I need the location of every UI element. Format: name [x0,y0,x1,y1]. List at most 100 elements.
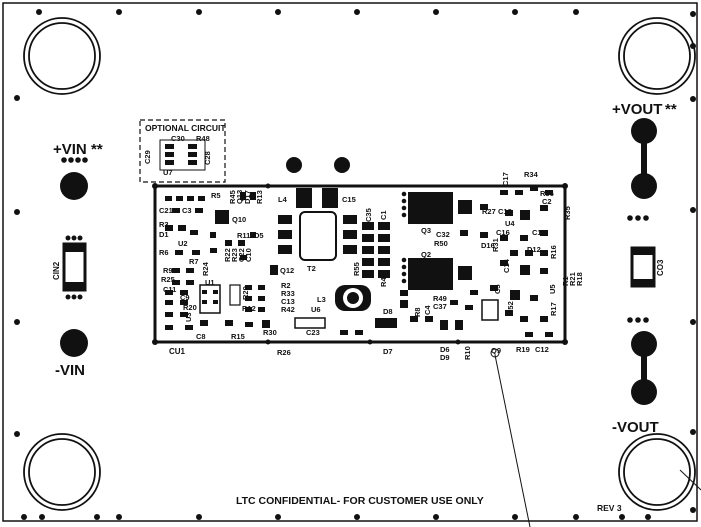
cin2-label: CIN2 [52,261,61,280]
leader-line-q9 [494,354,531,527]
mounting-hole-top-right-inner [623,22,691,90]
module-outline [153,184,567,344]
refdes-r9: R9 [163,266,173,275]
refdes-c16: C16 [496,228,510,237]
leader-line-right [679,469,701,491]
refdes-q12: Q12 [280,266,294,275]
refdes-r15: R15 [231,332,245,341]
refdes-q13: Q13 [235,190,244,204]
cin2-capacitor [62,235,87,300]
left-section-pads [165,192,278,330]
mounting-hole-bottom-left-inner [28,438,96,506]
mounting-hole-bottom-left [23,433,101,511]
via-large-1 [286,157,302,173]
q2-mosfet [401,257,472,290]
refdes-q9: Q9 [491,346,501,355]
refdes-d9: D9 [440,353,450,362]
cu1-label: CU1 [169,347,186,356]
silkscreen-labels: OPTIONAL CIRCUIT +VIN ** -VIN +VOUT ** -… [52,101,677,513]
q9-marker [490,348,500,358]
refdes-d6: D6 [440,345,450,354]
refdes-r22: R22 [223,248,232,262]
optional-circuit-box [139,119,226,183]
refdes-r20: R20 [183,303,197,312]
refdes-c1: C1 [379,210,388,220]
refdes-r3: R3 [159,220,169,229]
refdes-c28: C28 [203,151,212,165]
refdes-r10: R10 [463,346,472,360]
refdes-c22: C22 [237,248,246,262]
refdes-r33: R33 [281,289,295,298]
refdes-u7: U7 [163,168,173,177]
vout-pos-label: +VOUT [612,101,662,118]
refdes-u1: U1 [205,278,215,287]
refdes-r25: R25 [161,275,175,284]
mounting-hole-top-left [23,17,101,95]
refdes-r13: R13 [255,190,264,204]
refdes-r11: R11 [237,231,250,240]
t2-transformer [278,188,357,261]
refdes-r31: R31 [491,238,500,252]
refdes-c29: C29 [143,150,152,164]
refdes-r18: R18 [575,272,584,286]
refdes-d12: D12 [527,245,541,254]
right-section-pads [450,186,553,337]
refdes-c13: C13 [281,297,295,306]
optional-circuit-label: OPTIONAL CIRCUIT [145,123,226,133]
via-large-2 [334,157,350,173]
refdes-d8: D8 [383,307,393,316]
refdes-r55: R55 [352,262,361,276]
refdes-r17: R17 [549,302,558,316]
vin-pos-label: +VIN [53,141,87,158]
vin-pos-terminal [60,157,88,200]
refdes-r24: R24 [201,261,210,276]
refdes-r7: R7 [189,257,199,266]
refdes-d1: D1 [159,230,169,239]
refdes-c17: C17 [501,172,510,186]
refdes-l3: L3 [317,295,326,304]
refdes-c11: C11 [163,285,176,294]
refdes-q3: Q3 [421,226,431,235]
refdes-c30: C30 [171,134,185,143]
vout-neg-label: -VOUT [612,419,659,436]
refdes-c8: C8 [196,332,206,341]
refdes-u4: U4 [505,219,515,228]
refdes-r42: R42 [281,305,295,314]
refdes-c14: C14 [502,258,511,273]
refdes-c21: C21 [159,206,173,215]
refdes-c4: C4 [423,305,432,315]
refdes-c15: C15 [342,195,356,204]
refdes-c3: C3 [182,206,192,215]
refdes-l4: L4 [278,195,288,204]
refdes-r45: R45 [228,190,237,204]
module-edge-vias [152,183,568,345]
refdes-c35: C35 [364,208,373,222]
refdes-r1: R1 [561,276,570,286]
refdes-r19: R19 [516,345,530,354]
refdes-r12: R12 [242,304,256,313]
l3-inductor [335,285,371,311]
vin-neg-label: -VIN [55,362,85,379]
refdes-c9: C9 [180,293,190,302]
refdes-r8: R8 [413,307,422,317]
vin-neg-terminal [60,329,88,357]
refdes-d17: D17 [243,190,252,204]
bottom-strip-pads [294,290,463,335]
refdes-u5: U5 [548,284,557,294]
refdes-r21: R21 [568,272,577,286]
c35-c1-capacitors [362,222,390,278]
refdes-r26: R26 [277,348,291,357]
vin-pos-marks: ** [91,141,103,158]
refdes-r52: R52 [506,301,515,315]
co3-capacitor [630,246,656,288]
vout-pos-marks: ** [665,101,677,118]
refdes-c12: C12 [535,345,549,354]
refdes-q2: Q2 [421,250,431,259]
refdes-d5: D5 [254,231,264,240]
refdes-r34: R34 [524,170,539,179]
board-outline [2,2,698,522]
co3-label: CO3 [656,259,665,276]
vout-neg-terminal [627,317,657,405]
refdes-r36: R36 [540,189,554,198]
